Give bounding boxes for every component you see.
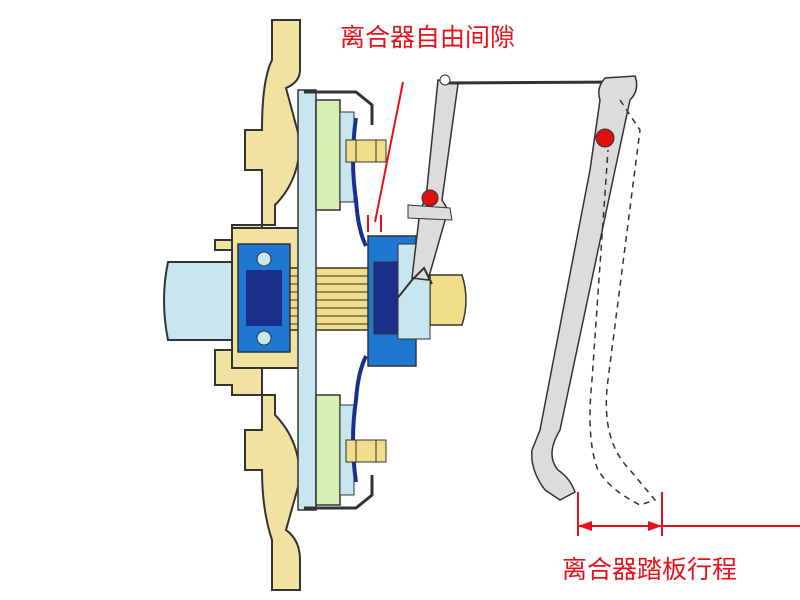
release-bearing <box>373 261 399 335</box>
fork-pivot <box>421 189 439 207</box>
free-play-leader <box>374 81 404 223</box>
cover-bolt-bottom <box>345 439 387 463</box>
pedal-travel-label: 离合器踏板行程 <box>562 555 738 584</box>
pilot-bearing-core <box>246 270 282 326</box>
clutch-pedal <box>531 75 638 501</box>
pedal-travel-arrow-left <box>578 521 592 531</box>
push-rod-end-left <box>439 74 451 86</box>
push-rod <box>444 80 626 85</box>
input-shaft-left <box>163 261 233 341</box>
diaphragm-spring-top <box>351 117 368 247</box>
free-play-label: 离合器自由间隙 <box>340 23 516 52</box>
clutch-disc-hub <box>297 89 317 511</box>
bearing-ball-bottom <box>256 330 272 346</box>
diaphragm-spring-bottom <box>351 355 368 483</box>
bearing-ball-top <box>256 251 272 267</box>
output-shaft-right <box>429 274 467 326</box>
fork-return-spring <box>395 266 433 301</box>
fork-bracket <box>407 204 453 221</box>
release-fork <box>411 79 459 281</box>
friction-lining-top <box>315 99 341 211</box>
pedal-travel-arrow-right <box>648 521 662 531</box>
clutch-cover <box>304 90 374 510</box>
pedal-pivot <box>595 128 615 148</box>
friction-lining-bottom <box>315 394 341 506</box>
cover-bolt-top <box>345 139 387 163</box>
